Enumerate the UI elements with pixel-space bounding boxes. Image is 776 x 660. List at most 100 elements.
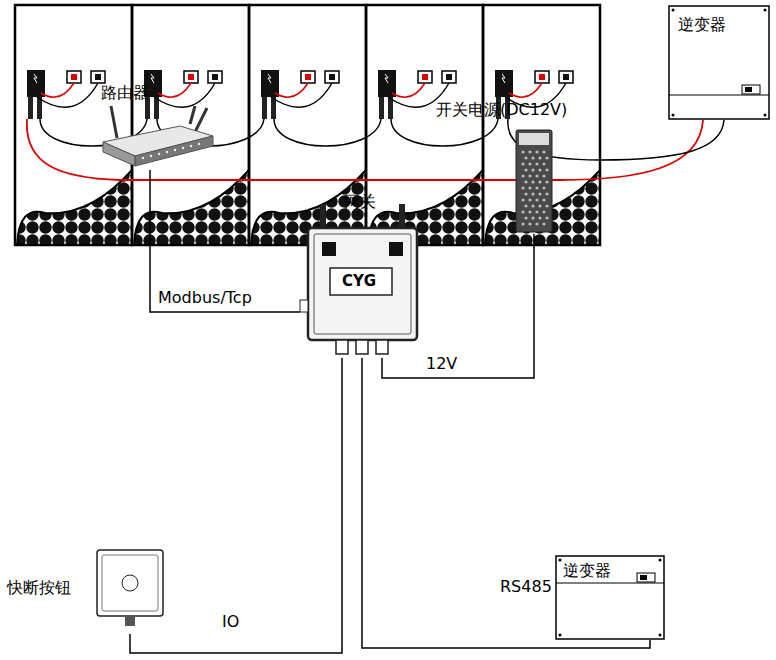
- cable-gland: [356, 340, 368, 354]
- junction-symbol: [502, 74, 505, 83]
- psu-vent: [538, 216, 541, 219]
- psu-vent: [528, 210, 531, 213]
- psu-vent: [524, 168, 527, 171]
- screw: [659, 634, 662, 637]
- push-button: [122, 575, 138, 591]
- screw: [764, 114, 767, 117]
- device-label: 逆变器: [678, 15, 726, 34]
- negative-dot: [95, 74, 101, 80]
- cable-plug: [379, 97, 384, 119]
- positive-dot: [422, 74, 428, 80]
- psu-terminal-strip: [519, 133, 549, 145]
- psu-vent: [524, 192, 527, 195]
- positive-dot: [305, 74, 311, 80]
- negative-terminal: [208, 71, 222, 83]
- psu-vent: [542, 186, 545, 189]
- screw: [672, 9, 675, 12]
- negative-lead: [271, 83, 332, 107]
- psu-vent: [538, 168, 541, 171]
- psu-vent: [542, 222, 545, 225]
- positive-lead: [41, 83, 74, 97]
- signal-label: 12V: [424, 354, 459, 373]
- negative-lead: [154, 83, 215, 107]
- positive-dot: [188, 74, 194, 80]
- psu-vent: [545, 204, 548, 207]
- psu-vent: [531, 192, 534, 195]
- cable-gland: [336, 340, 348, 354]
- negative-dot: [563, 74, 569, 80]
- psu-vent: [528, 222, 531, 225]
- psu-vent: [521, 150, 524, 153]
- negative-terminal: [91, 71, 105, 83]
- gateway-corner-block: [389, 242, 403, 256]
- negative-dot: [329, 74, 335, 80]
- positive-lead: [275, 83, 308, 97]
- cell-area: [17, 170, 132, 245]
- panel-frame: [483, 5, 600, 245]
- psu-vent: [528, 198, 531, 201]
- button-bezel: [102, 555, 158, 611]
- psu-vent: [535, 162, 538, 165]
- inverter-display: [637, 573, 655, 582]
- panel-frame: [15, 5, 132, 245]
- cable-gland: [376, 340, 388, 354]
- router-node: 路由器: [95, 80, 217, 170]
- psu-vent: [528, 186, 531, 189]
- router-led: [182, 147, 184, 149]
- device-label: 快断按钮: [7, 578, 71, 597]
- button-gland: [125, 616, 135, 626]
- psu-vent: [524, 204, 527, 207]
- router-led: [198, 143, 200, 145]
- positive-terminal: [535, 71, 549, 83]
- psu-vent: [542, 174, 545, 177]
- psu-vent: [524, 180, 527, 183]
- antenna: [190, 106, 195, 124]
- inverter-housing: [669, 6, 769, 119]
- psu-vent: [528, 174, 531, 177]
- inverter-node: 逆变器: [555, 555, 665, 640]
- psu-vent: [531, 168, 534, 171]
- antenna: [111, 106, 117, 138]
- psu-vent: [542, 150, 545, 153]
- signal-label: RS485: [498, 577, 554, 596]
- display-mark: [640, 575, 647, 580]
- inverter-display: [742, 85, 760, 94]
- psu-vent: [521, 174, 524, 177]
- signal-label: IO: [220, 612, 241, 631]
- psu-vent: [531, 156, 534, 159]
- psu-vent: [542, 162, 545, 165]
- psu-vent: [542, 210, 545, 213]
- series-link: [274, 119, 381, 146]
- device-label: 逆变器: [563, 561, 611, 580]
- psu-vent: [545, 192, 548, 195]
- router-front: [135, 136, 213, 166]
- screw: [559, 559, 562, 562]
- router-led: [158, 153, 160, 155]
- psu-vent: [542, 198, 545, 201]
- router-led: [166, 151, 168, 153]
- positive-terminal: [301, 71, 315, 83]
- cable: [150, 170, 300, 312]
- psu-vent: [528, 150, 531, 153]
- gateway-node: 网关CYG: [300, 190, 425, 358]
- positive-lead: [158, 83, 191, 97]
- psu-vent: [521, 210, 524, 213]
- pv-panel: [483, 5, 600, 245]
- psu-vent: [535, 174, 538, 177]
- junction-symbol: [34, 74, 37, 83]
- pv-panel: [366, 5, 483, 245]
- device-label: 开关电源(DC12V): [436, 100, 567, 119]
- screw: [559, 634, 562, 637]
- cable-plug: [262, 97, 267, 119]
- router-led: [150, 155, 152, 157]
- positive-terminal: [184, 71, 198, 83]
- psu-vent: [538, 156, 541, 159]
- psu-vent: [538, 180, 541, 183]
- psu-vent: [535, 198, 538, 201]
- device-label: 路由器: [101, 83, 149, 102]
- screw: [672, 114, 675, 117]
- series-link: [391, 119, 498, 146]
- psu-vent: [535, 186, 538, 189]
- psu-vent: [535, 210, 538, 213]
- antenna: [195, 108, 207, 132]
